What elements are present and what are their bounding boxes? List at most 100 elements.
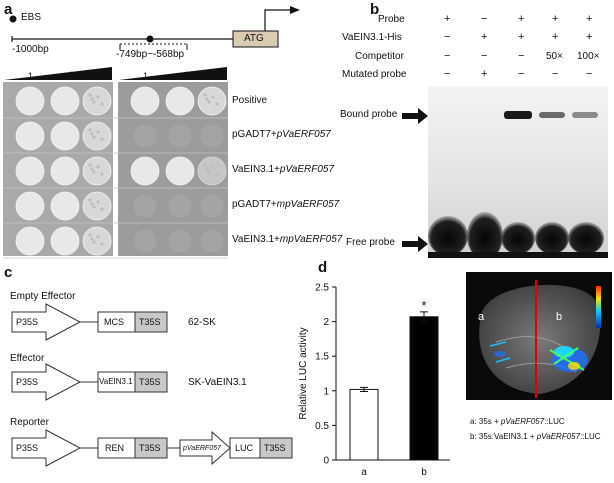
colony-right-r5-c1 bbox=[132, 228, 158, 254]
pvaerf057-arrow bbox=[179, 430, 231, 466]
colony-left-r3-c1 bbox=[15, 156, 45, 186]
colony-texture-dot bbox=[92, 135, 96, 139]
colony-right-r4-c2 bbox=[167, 193, 193, 219]
colony-texture-dot bbox=[96, 130, 100, 134]
construct-name-sk-vaein31: SK-VaEIN3.1 bbox=[188, 377, 247, 388]
colony-right-r3-c2 bbox=[165, 156, 195, 186]
t35s-box-4 bbox=[259, 437, 293, 459]
colony-texture-dot bbox=[88, 128, 92, 132]
colony-texture-dot bbox=[100, 172, 104, 176]
colony-left-r1-c2 bbox=[50, 86, 80, 116]
free-probe-arrow bbox=[402, 236, 428, 252]
construct-name-62sk: 62-SK bbox=[188, 317, 216, 328]
y-axis-label: Relative LUC activity bbox=[298, 327, 309, 419]
free-band-lane4 bbox=[535, 222, 569, 254]
sign-l1-r4: − bbox=[444, 68, 451, 80]
colony-texture-dot bbox=[205, 97, 209, 101]
sign-l2-r2: + bbox=[481, 31, 488, 43]
construct-title-reporter: Reporter bbox=[10, 417, 49, 428]
colony-texture-dot bbox=[88, 163, 92, 167]
sign-l4-r1: + bbox=[552, 13, 559, 25]
emsa-row-label-probe: Probe bbox=[378, 14, 405, 25]
colony-texture-dot bbox=[90, 97, 94, 101]
p35s-arrow-2 bbox=[11, 363, 82, 401]
bound-probe-arrow bbox=[402, 108, 428, 124]
leaf-luminescence-image bbox=[466, 272, 612, 400]
colony-texture-dot bbox=[88, 198, 92, 202]
bar-b bbox=[409, 316, 439, 461]
colony-texture-dot bbox=[100, 102, 104, 106]
significance-marker: * bbox=[421, 298, 426, 313]
colony-texture-dot bbox=[100, 207, 104, 211]
emsa-row-label-protein: VaEIN3.1-His bbox=[342, 32, 402, 43]
colony-left-r2-c2 bbox=[50, 121, 80, 151]
colony-right-r3-c1 bbox=[130, 156, 160, 186]
dilution-wedge-right bbox=[119, 67, 227, 80]
free-band-lane5 bbox=[568, 222, 604, 254]
colony-texture-dot bbox=[92, 170, 96, 174]
bound-probe-label: Bound probe bbox=[340, 109, 398, 120]
p35s-label-2: P35S bbox=[16, 377, 39, 387]
colony-texture-dot bbox=[215, 102, 219, 106]
dilution-r-3: 10-2 bbox=[205, 72, 221, 82]
x-tick-label: a bbox=[361, 467, 367, 478]
panel-d-letter: d bbox=[318, 259, 328, 276]
sign-l5-r3: 100× bbox=[577, 51, 600, 62]
colony-texture-dot bbox=[90, 167, 94, 171]
colony-texture-dot bbox=[207, 170, 211, 174]
t35s-box-1 bbox=[134, 311, 168, 333]
t35s-label-3: T35S bbox=[139, 443, 161, 453]
panel-a-letter: a bbox=[4, 1, 13, 18]
luc-label: LUC bbox=[235, 443, 254, 453]
legend-a: a: 35s + pVaERF057::LUC bbox=[470, 417, 565, 426]
sign-l1-r2: − bbox=[444, 31, 451, 43]
sign-l1-r3: − bbox=[444, 50, 451, 62]
colony-texture-dot bbox=[203, 163, 207, 167]
sign-l4-r3: 50× bbox=[546, 51, 563, 62]
sign-l3-r3: − bbox=[518, 50, 525, 62]
row-label-2: pGADT7+pVaERF057 bbox=[232, 129, 331, 140]
construct-reporter bbox=[11, 429, 293, 467]
tss-arrowhead bbox=[290, 6, 300, 14]
sign-l3-r1: + bbox=[518, 13, 525, 25]
tss-arrow bbox=[264, 9, 293, 31]
colony-texture-dot bbox=[96, 200, 100, 204]
colony-right-r2-c2 bbox=[167, 123, 193, 149]
yeast-plates bbox=[3, 82, 228, 259]
emsa-row-label-mutated: Mutated probe bbox=[342, 69, 407, 80]
p35s-label-3: P35S bbox=[16, 443, 39, 453]
pvaerf057-label: pVaERF057 bbox=[183, 445, 221, 452]
colony-texture-dot bbox=[215, 172, 219, 176]
colony-texture-dot bbox=[90, 202, 94, 206]
sign-l5-r4: − bbox=[586, 68, 593, 80]
colony-right-r4-c1 bbox=[132, 193, 158, 219]
sign-l2-r1: − bbox=[481, 13, 488, 25]
dilution-l-1: 1 bbox=[28, 71, 34, 81]
mcs-label: MCS bbox=[104, 317, 124, 327]
p35s-label-1: P35S bbox=[16, 317, 39, 327]
sign-l3-r2: + bbox=[518, 31, 525, 43]
dilution-r-2: 10-1 bbox=[173, 72, 189, 82]
sign-l4-r4: − bbox=[552, 68, 559, 80]
leaf-label-b: b bbox=[556, 311, 563, 323]
sign-l2-r4: + bbox=[481, 68, 488, 80]
row-label-4: pGADT7+mpVaERF057 bbox=[232, 199, 340, 210]
error-bar-a bbox=[360, 386, 368, 392]
bound-band-lane5 bbox=[572, 112, 598, 118]
x-tick-label: b bbox=[421, 467, 427, 478]
panel-b-letter: b bbox=[370, 1, 380, 18]
free-probe-label: Free probe bbox=[346, 237, 395, 248]
panel-c-letter: c bbox=[4, 264, 13, 281]
luc-signal-left bbox=[489, 341, 511, 363]
vaein31-label: VaEIN3.1 bbox=[99, 377, 133, 386]
construct-diagrams bbox=[11, 303, 293, 467]
y-tick-label: 2 bbox=[323, 317, 329, 328]
sign-l5-r2: + bbox=[586, 31, 593, 43]
row-label-3: VaEIN3.1+pVaERF057 bbox=[232, 164, 335, 175]
luc-signal-right bbox=[549, 346, 588, 372]
free-band-lane3 bbox=[501, 222, 535, 254]
colony-left-r4-c1 bbox=[15, 191, 45, 221]
y-tick-label: 0.5 bbox=[315, 421, 329, 432]
